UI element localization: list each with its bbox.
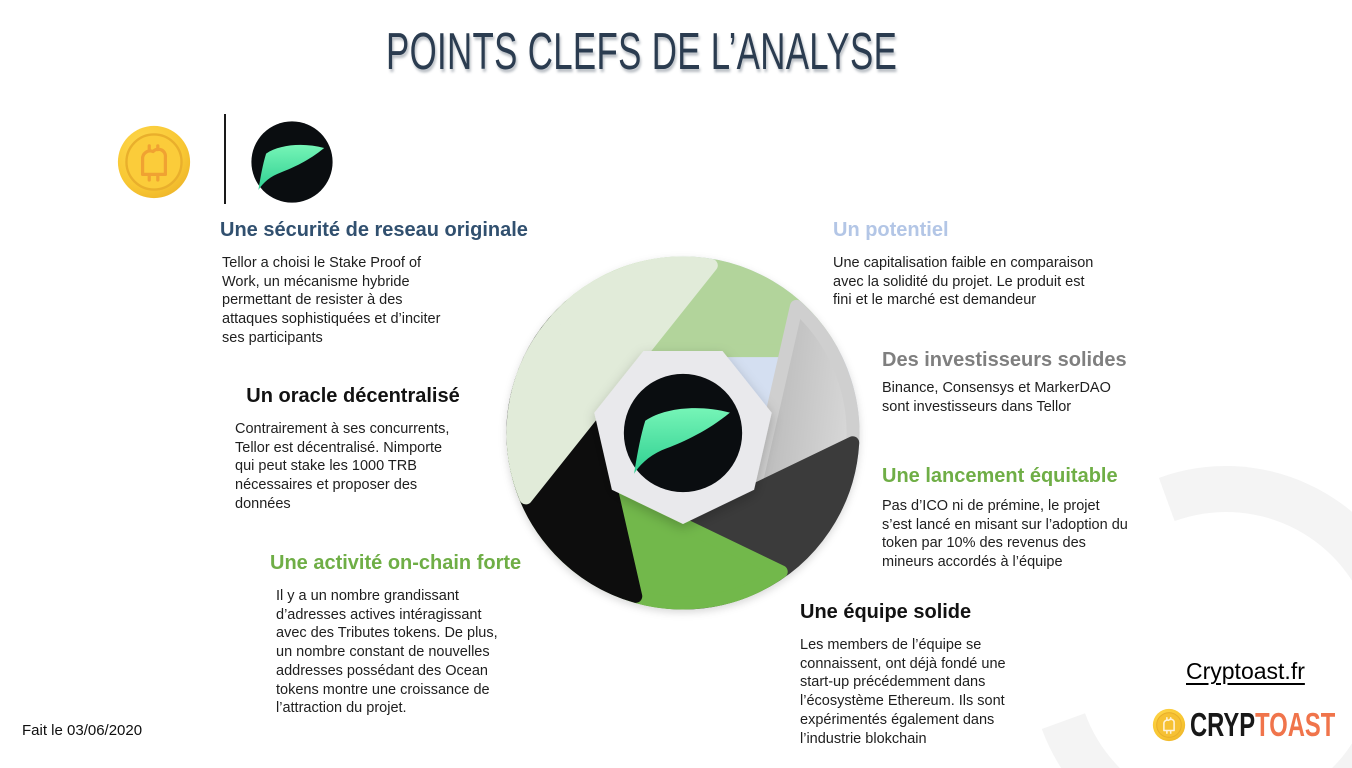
brand-part-toast: TOAST [1255, 706, 1336, 743]
section-oracle: Un oracle décentralisé Contrairement à s… [233, 385, 473, 514]
section-body: Tellor a choisi le Stake Proof of Work, … [222, 255, 441, 346]
section-heading: Une lancement équitable [882, 465, 1118, 487]
cryptoast-coin-icon [1152, 708, 1186, 742]
section-body: Binance, Consensys et MarkerDAO sont inv… [882, 380, 1111, 415]
tellor-logo-icon [250, 120, 334, 204]
divider [224, 114, 226, 204]
brand-wordmark: CRYPTOAST [1190, 706, 1335, 744]
section-investisseurs: Des investisseurs solides Binance, Conse… [882, 349, 1142, 416]
section-heading: Une équipe solide [800, 601, 972, 623]
section-heading: Des investisseurs solides [882, 349, 1127, 371]
section-securite: Une sécurité de reseau originale Tellor … [220, 219, 532, 348]
section-equipe: Une équipe solide Les members de l’équip… [800, 601, 1050, 748]
section-body: Une capitalisation faible en comparaison… [833, 255, 1094, 309]
section-heading: Une activité on-chain forte [270, 552, 522, 574]
date-note: Fait le 03/06/2020 [22, 722, 143, 739]
section-body: Contrairement à ses concurrents, Tellor … [235, 421, 450, 512]
section-heading: Un oracle décentralisé [246, 385, 460, 407]
diagram-blades [506, 256, 860, 610]
section-lancement: Une lancement équitable Pas d’ICO ni de … [882, 465, 1142, 572]
section-body: Pas d’ICO ni de prémine, le projet s’est… [882, 498, 1128, 571]
tellor-center-logo-icon [623, 373, 743, 493]
diagram-blade [506, 256, 718, 505]
section-body: Les members de l’équipe se connaissent, … [800, 637, 1006, 747]
page-title: POINTS CLEFS DE L’ANALYSE [386, 23, 898, 81]
section-potentiel: Un potentiel Une capitalisation faible e… [833, 219, 1113, 310]
section-body: Il y a un nombre grandissant d’adresses … [276, 588, 498, 717]
section-heading: Une sécurité de reseau originale [220, 219, 528, 241]
cryptoast-link[interactable]: Cryptoast.fr [1186, 658, 1305, 684]
section-onchain: Une activité on-chain forte Il y a un no… [270, 552, 530, 718]
cryptoast-coin-icon [116, 124, 192, 200]
section-heading: Un potentiel [833, 219, 949, 241]
tellor-aperture-diagram [506, 256, 860, 610]
brand-part-cryp: CRYP [1190, 706, 1256, 743]
